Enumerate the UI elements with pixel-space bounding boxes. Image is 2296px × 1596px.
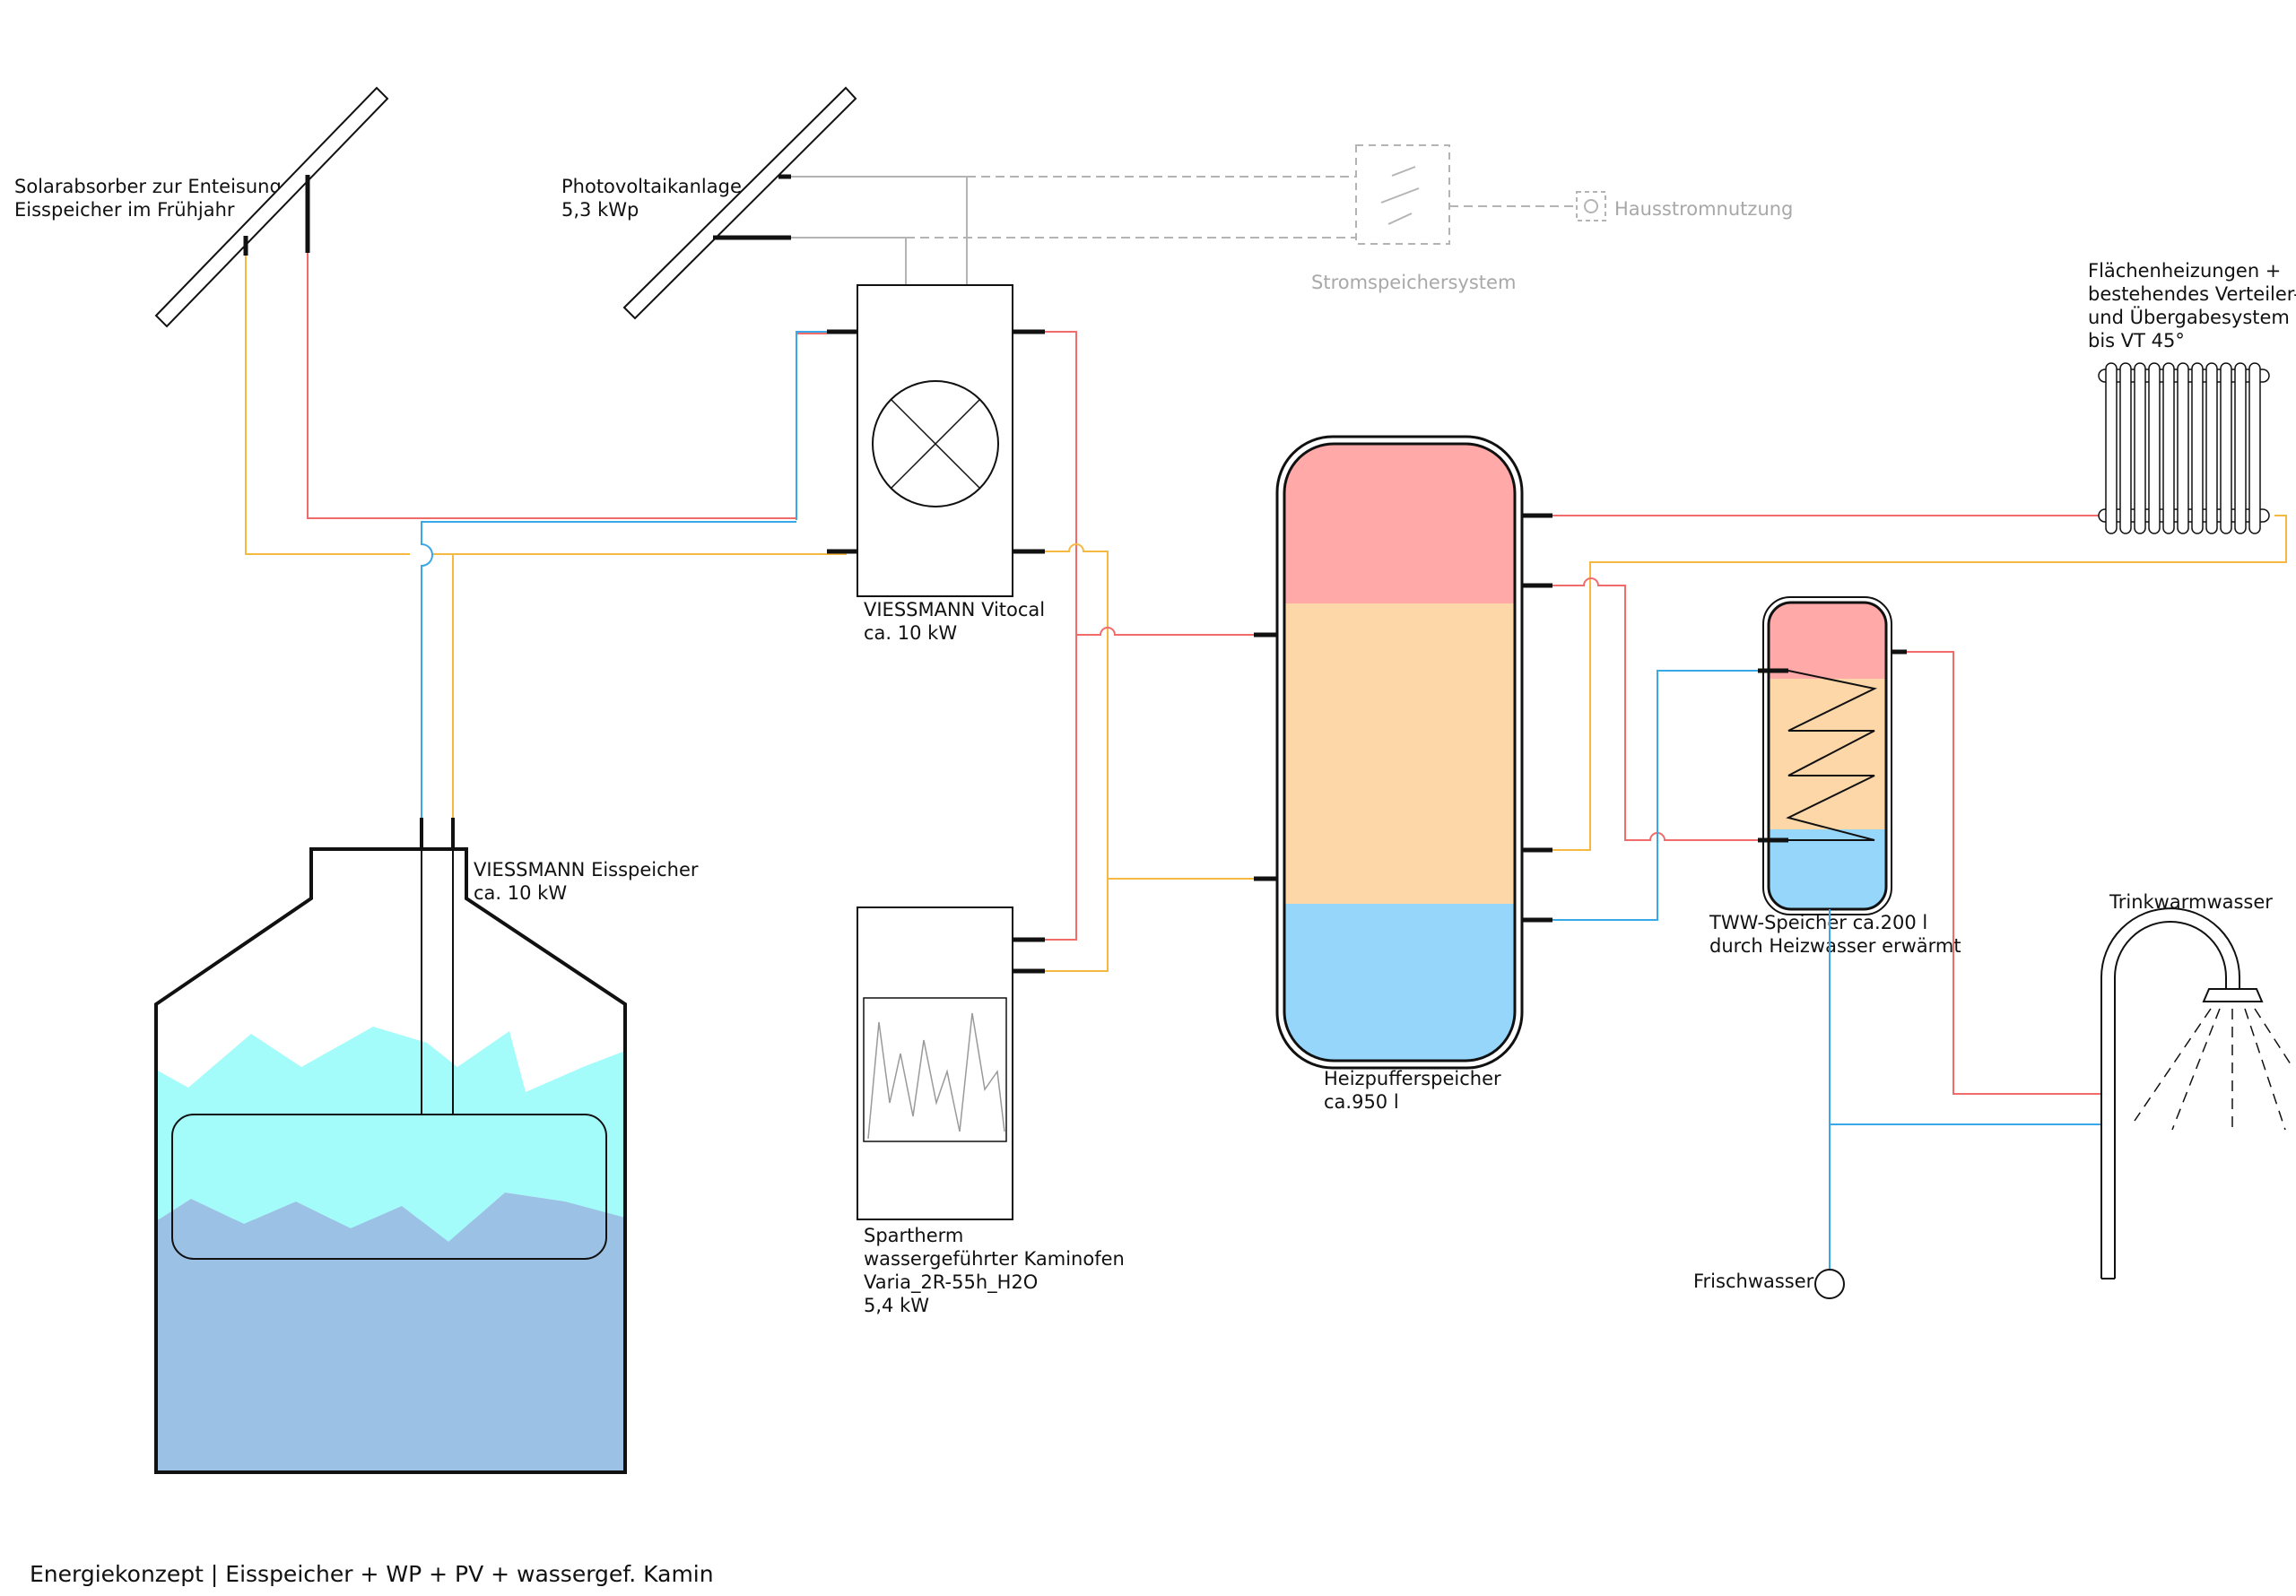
- shower-icon: [2100, 907, 2293, 1279]
- solar-absorber-panel: [154, 86, 389, 328]
- radiator-icon: [2098, 362, 2270, 534]
- ice-storage-heat-exchanger: [171, 1114, 607, 1260]
- solar-ice-pipes: [245, 247, 847, 818]
- buffer-label-line-1: Heizpufferspeicher: [1324, 1068, 1501, 1089]
- stove-flame-icon: [867, 1012, 1005, 1140]
- solar-flow-pipe: [307, 247, 827, 519]
- battery-box: [1355, 144, 1450, 245]
- hp-stove-feed-pipe: [1076, 627, 1254, 636]
- solar-absorber-label-line-1: Solarabsorber zur Enteisung: [14, 176, 282, 197]
- heat-pump-source-in: [796, 331, 827, 520]
- battery-label: Stromspeichersystem: [1311, 272, 1516, 293]
- heating-label-line-2: bestehendes Verteiler-: [2088, 283, 2296, 305]
- hot-water-outlet-pipe: [1907, 651, 2101, 1095]
- ice-storage-lower-band: [156, 1193, 625, 1472]
- hp-return-pipe: [1045, 543, 1109, 972]
- buffer-hot-zone: [1284, 444, 1515, 603]
- heat-pump-unit: [827, 284, 1045, 597]
- ice-storage-tank: [154, 818, 627, 1474]
- battery-bolt-icon: [1380, 166, 1420, 225]
- dhw-mid-zone: [1769, 679, 1886, 829]
- hp-flow-pipe: [1045, 331, 1077, 941]
- ice-storage-outline: [154, 847, 627, 1474]
- stove-label: Spartherm wassergeführter Kaminofen Vari…: [864, 1225, 1125, 1316]
- buffer-cold-zone: [1284, 904, 1515, 1061]
- heat-pump-label-line-1: VIESSMANN Vitocal: [864, 599, 1045, 620]
- ice-storage-label: VIESSMANN Eisspeicher ca. 10 kW: [474, 859, 699, 904]
- stove-label-line-4: 5,4 kW: [864, 1295, 929, 1316]
- ice-cold-pipe: [421, 521, 796, 818]
- dhw-tank-label: TWW-Speicher ca.200 l durch Heizwasser e…: [1709, 912, 1961, 957]
- house-power-label: Hausstromnutzung: [1614, 198, 1793, 220]
- dhw-pipes: [1829, 651, 2101, 1269]
- dhw-cold-zone: [1769, 829, 1886, 909]
- heat-pump-label: VIESSMANN Vitocal ca. 10 kW: [864, 599, 1045, 644]
- fresh-water-label: Frischwasser: [1693, 1271, 1814, 1292]
- ice-storage-pipe-stubs: [420, 818, 455, 849]
- buffer-label: Heizpufferspeicher ca.950 l: [1324, 1068, 1501, 1113]
- dhw-tank: [1758, 596, 1907, 915]
- stove-label-line-1: Spartherm: [864, 1225, 963, 1246]
- pv-label-line-2: 5,3 kWp: [561, 199, 639, 221]
- hot-water-label: Trinkwarmwasser: [2109, 891, 2273, 913]
- solar-return-pipe: [245, 247, 847, 555]
- heating-label: Flächenheizungen + bestehendes Verteiler…: [2088, 260, 2296, 351]
- ice-storage-inlet-pipes: [421, 849, 454, 1115]
- stove-label-line-2: wassergeführter Kaminofen: [864, 1248, 1125, 1270]
- buffer-label-line-2: ca.950 l: [1324, 1091, 1399, 1113]
- diagram-caption: Energiekonzept | Eisspeicher + WP + PV +…: [30, 1561, 714, 1587]
- heating-label-line-1: Flächenheizungen +: [2088, 260, 2281, 282]
- buffer-mid-zone: [1284, 603, 1515, 904]
- dhw-charge-return-pipe: [1552, 670, 1758, 921]
- solar-absorber-label-line-2: Eisspeicher im Frühjahr: [14, 199, 235, 221]
- ice-storage-label-line-1: VIESSMANN Eisspeicher: [474, 859, 699, 880]
- electrical-lines: [791, 144, 1606, 285]
- pv-label-line-1: Photovoltaikanlage: [561, 176, 742, 197]
- buffer-tank: [1254, 435, 1552, 1070]
- ice-storage-ice-fill: [156, 1027, 625, 1242]
- ice-storage-label-line-2: ca. 10 kW: [474, 882, 567, 904]
- generator-buffer-pipes: [1045, 331, 1254, 972]
- distribution-pipes: [1552, 515, 2287, 921]
- heating-label-line-3: und Übergabesystem: [2088, 306, 2290, 328]
- fresh-water-meter-icon: [1814, 1269, 1845, 1299]
- dhw-heating-coil: [1786, 670, 1878, 841]
- solar-absorber-label: Solarabsorber zur Enteisung Eisspeicher …: [14, 176, 282, 221]
- heating-return-pipe: [1552, 515, 2287, 851]
- dhw-tank-label-line-2: durch Heizwasser erwärmt: [1709, 935, 1961, 957]
- heat-pump-label-line-2: ca. 10 kW: [864, 622, 957, 644]
- stove-unit: [857, 906, 1045, 1220]
- pv-panel: [622, 86, 857, 320]
- stove-label-line-3: Varia_2R-55h_H2O: [864, 1271, 1038, 1294]
- house-power-icon: [1576, 191, 1606, 221]
- dhw-hot-zone: [1769, 603, 1886, 679]
- heating-label-line-4: bis VT 45°: [2088, 330, 2185, 351]
- dhw-charge-flow-pipe: [1552, 577, 1758, 841]
- pv-label: Photovoltaikanlage 5,3 kWp: [561, 176, 742, 221]
